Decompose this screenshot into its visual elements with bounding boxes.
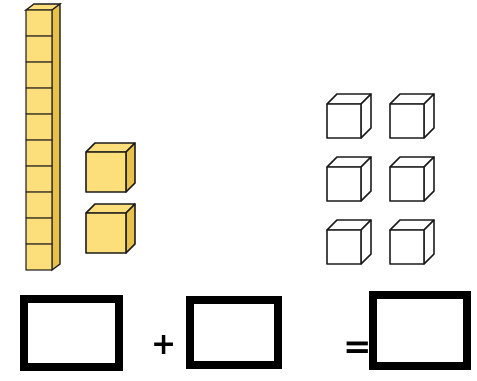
plus-sign: +	[151, 330, 176, 360]
ten-rod	[26, 4, 60, 270]
empty-cube	[390, 94, 434, 138]
rod-side-face	[52, 4, 60, 270]
rod-unit	[26, 192, 52, 218]
empty-cube	[327, 157, 371, 201]
answer-box	[373, 295, 467, 366]
rod-unit	[26, 62, 52, 88]
empty-cube	[327, 220, 371, 264]
answer-box	[190, 300, 278, 365]
rod-unit	[26, 218, 52, 244]
rod-unit	[26, 244, 52, 270]
yellow-unit-cube	[86, 204, 135, 253]
empty-cube	[390, 220, 434, 264]
rod-unit	[26, 114, 52, 140]
rod-unit	[26, 88, 52, 114]
rod-unit	[26, 140, 52, 166]
empty-cube	[327, 94, 371, 138]
rod-unit	[26, 166, 52, 192]
equals-sign: =	[343, 330, 372, 364]
answer-box	[24, 299, 119, 367]
rod-unit	[26, 36, 52, 62]
empty-cube-grid	[327, 94, 434, 264]
empty-cube	[390, 157, 434, 201]
yellow-unit-cubes	[86, 143, 135, 253]
yellow-unit-cube	[86, 143, 135, 192]
answer-boxes	[24, 295, 467, 367]
rod-unit	[26, 10, 52, 36]
